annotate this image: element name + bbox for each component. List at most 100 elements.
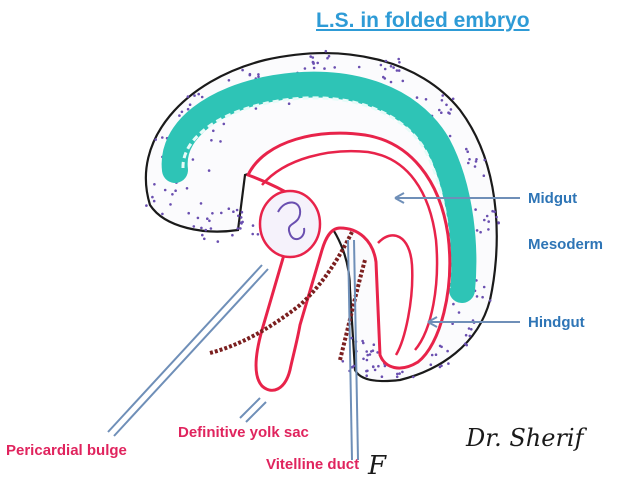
mesoderm-dot [464, 333, 468, 337]
mesoderm-dot [365, 350, 369, 353]
mesoderm-dot [161, 136, 164, 139]
mesoderm-dot [467, 327, 471, 330]
pointer-vitelline [347, 239, 353, 461]
mesoderm-dot [401, 79, 405, 83]
mesoderm-dot [212, 129, 215, 133]
mesoderm-dot [398, 61, 401, 64]
mesoderm-dot [188, 103, 192, 106]
diagram-title: L.S. in folded embryo [316, 9, 530, 32]
mesoderm-dot [362, 341, 365, 345]
mesoderm-dot [208, 219, 211, 223]
mesoderm-dot [169, 203, 172, 206]
mesoderm-dot [197, 92, 200, 96]
mesoderm-dot [163, 188, 167, 192]
mesoderm-dot [316, 61, 320, 65]
mesoderm-dot [235, 208, 239, 212]
mesoderm-dot [312, 66, 316, 70]
mesoderm-dot [395, 375, 399, 379]
mesoderm-dot [445, 103, 448, 107]
mesoderm-dot [370, 350, 373, 353]
mesoderm-dot [239, 227, 242, 230]
mesoderm-dot [365, 358, 369, 362]
mesoderm-dot [311, 60, 315, 64]
mesoderm-dot [222, 122, 226, 126]
mesoderm-dot [287, 102, 291, 105]
mesoderm-dot [475, 229, 479, 232]
mesoderm-dot [479, 230, 482, 234]
heart-tube-wavy-2 [338, 259, 367, 361]
mesoderm-dot [145, 204, 148, 207]
mesoderm-dot [487, 228, 490, 231]
mesoderm-dot [220, 211, 223, 215]
mesoderm-dot [154, 138, 157, 141]
mesoderm-dot [372, 343, 376, 347]
mesoderm-dot [309, 55, 313, 58]
mesoderm-dot [323, 67, 326, 70]
mesoderm-dot [199, 202, 203, 205]
neural-tube [161, 71, 477, 303]
label-mesoderm: Mesoderm [528, 236, 604, 253]
mesoderm-dot [451, 97, 455, 101]
mesoderm-dot [361, 339, 364, 343]
mesoderm-dot [368, 353, 372, 356]
mesoderm-dot [447, 111, 450, 114]
mesoderm-dot [365, 374, 369, 378]
mesoderm-dot [365, 369, 368, 373]
mesoderm-dot [350, 336, 353, 340]
mesoderm-dot [483, 158, 487, 162]
mesoderm-dot [440, 111, 443, 114]
label-vitelline-duct: Vitelline duct [266, 456, 360, 473]
mesoderm-dot [467, 161, 470, 165]
mesoderm-dot [397, 57, 401, 61]
mesoderm-dot [383, 67, 387, 71]
mesoderm-dot [429, 363, 433, 367]
mesoderm-dot [447, 362, 450, 365]
mesoderm-dot [424, 98, 428, 101]
mesoderm-dot [200, 226, 203, 230]
mesoderm-dot [441, 94, 445, 97]
mesoderm-dot [470, 328, 473, 331]
mesoderm-dot [389, 65, 393, 68]
mesoderm-dot [482, 174, 486, 177]
mesoderm-dot [326, 56, 329, 60]
mesoderm-dot [227, 207, 231, 210]
mesoderm-dot [180, 110, 184, 114]
mesoderm-dot [152, 199, 156, 203]
mesoderm-dot [396, 372, 399, 376]
mesoderm-dot [377, 364, 380, 368]
mesoderm-dot [389, 80, 393, 84]
mesoderm-dot [466, 150, 470, 153]
mesoderm-dot [491, 209, 494, 213]
mesoderm-dot [153, 183, 156, 186]
mesoderm-dot [401, 370, 404, 374]
mesoderm-dot [257, 75, 260, 78]
mesoderm-dot [495, 215, 498, 219]
mesoderm-dot [497, 221, 500, 225]
mesoderm-dot [366, 353, 370, 357]
mesoderm-dot [383, 364, 387, 368]
mesoderm-dot [468, 158, 471, 161]
mesoderm-dot [397, 69, 401, 72]
mesoderm-dot [446, 349, 449, 353]
mesoderm-dot [473, 165, 477, 168]
mesoderm-dot [203, 237, 206, 241]
mesoderm-dot [201, 233, 204, 237]
mesoderm-dot [151, 195, 154, 199]
pericardial-cavity [258, 189, 322, 259]
mesoderm-dot [333, 66, 337, 69]
mesoderm-dot [440, 345, 443, 349]
gut-inner-line [261, 149, 439, 351]
mesoderm-dot [254, 107, 258, 110]
mesoderm-dot [488, 299, 492, 302]
mesoderm-dot [481, 295, 484, 299]
mesoderm-dot [191, 158, 195, 161]
mesoderm-dot [327, 54, 331, 58]
mesoderm-dot [186, 107, 190, 111]
mesoderm-dot [161, 212, 164, 216]
mesoderm-dot [256, 233, 260, 236]
mesoderm-dot [248, 72, 252, 76]
mesoderm-dot [373, 368, 377, 372]
mesoderm-dot [257, 73, 260, 76]
